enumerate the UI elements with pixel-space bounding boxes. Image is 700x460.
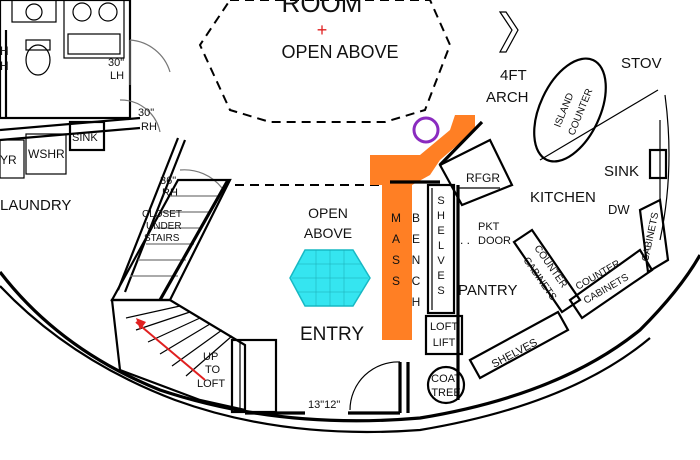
up-label: UP bbox=[203, 351, 218, 363]
coat-tree-circle bbox=[426, 365, 466, 405]
stair-arrow-head bbox=[136, 318, 146, 330]
open-above-octagon bbox=[198, 0, 452, 123]
dryer-box bbox=[0, 139, 25, 179]
closet-label-3: STAIRS bbox=[144, 233, 180, 244]
loft-lift-label-2: LIFT bbox=[433, 337, 456, 349]
kitchen-room-label: KITCHEN bbox=[530, 189, 596, 206]
to-label: TO bbox=[205, 364, 221, 376]
vanity-shelf bbox=[67, 33, 121, 55]
mass-letter-m: M bbox=[391, 211, 401, 225]
stair-rail-box bbox=[230, 338, 278, 414]
left-fragment-label-2: H bbox=[0, 44, 9, 58]
laundry-east-wall-2 bbox=[123, 139, 187, 293]
door-swing-30rh bbox=[119, 99, 161, 133]
pkt-door-label-1: PKT bbox=[478, 221, 500, 233]
arch-size-label: 4FT bbox=[500, 67, 527, 84]
closet-label-1: CLOSET bbox=[142, 209, 182, 220]
double-vanity bbox=[63, 0, 125, 59]
shelves-letter-h: H bbox=[437, 210, 445, 222]
bench-letter-h: H bbox=[412, 295, 421, 309]
left-fragment-label: H bbox=[0, 59, 9, 73]
loft-label: LOFT bbox=[197, 378, 225, 390]
laundry-east-wall bbox=[116, 137, 180, 291]
toilet-bowl bbox=[25, 44, 51, 76]
entry-room-label: ENTRY bbox=[300, 324, 364, 345]
dishwasher-label: DW bbox=[608, 202, 630, 217]
bench-letter-b: B bbox=[412, 211, 420, 225]
mass-letter-a: A bbox=[392, 232, 400, 246]
arch-wall-piece bbox=[498, 11, 519, 53]
door-36rh-size: 36" bbox=[160, 175, 176, 187]
pkt-dots: . . bbox=[460, 233, 470, 247]
door-30rh-hand: RH bbox=[141, 121, 157, 133]
outer-wall-bottom bbox=[0, 254, 700, 423]
vanity bbox=[11, 0, 57, 23]
washer-box bbox=[25, 133, 67, 175]
bench-letter-e: E bbox=[412, 232, 420, 246]
mass-letter-s2: S bbox=[392, 274, 400, 288]
vanity-basin-1 bbox=[72, 2, 92, 22]
coat-tree-label-2: TREE bbox=[431, 387, 460, 399]
open-above-entry-1: OPEN bbox=[308, 205, 348, 221]
shelves-letter-s2: S bbox=[437, 285, 444, 297]
shelves-letter-e2: E bbox=[437, 270, 444, 282]
shelves-letter-e1: E bbox=[437, 225, 444, 237]
shelves-column bbox=[426, 183, 456, 315]
stove-label: STOV bbox=[621, 55, 662, 72]
kitchen-arch-wall bbox=[438, 120, 484, 167]
great-room-marker: + bbox=[317, 20, 328, 40]
vanity-basin-2 bbox=[98, 2, 118, 22]
closet-label-2: UNDER bbox=[146, 221, 182, 232]
stair-lower-outline bbox=[110, 298, 247, 412]
washer-label: WSHR bbox=[28, 147, 65, 161]
door-swing-30lh bbox=[129, 39, 171, 73]
door-swing-36rh bbox=[179, 169, 223, 189]
outer-wall-bottom-inner bbox=[0, 285, 651, 434]
entry-door-swing bbox=[349, 361, 401, 411]
open-above-entry-2: ABOVE bbox=[304, 225, 352, 241]
open-above-top-label: OPEN ABOVE bbox=[281, 42, 398, 62]
door-30lh-hand: LH bbox=[110, 70, 124, 82]
bottom-dims-label: 13"12" bbox=[308, 399, 340, 411]
purple-column-marker bbox=[412, 116, 440, 144]
kitchen-sink-label: SINK bbox=[604, 163, 639, 180]
closet-stair-treads bbox=[130, 195, 218, 277]
coat-tree-label-1: COAT bbox=[431, 373, 461, 385]
door-30rh-size: 30" bbox=[138, 107, 154, 119]
pantry-shelves-unit bbox=[468, 310, 570, 380]
bench-letter-c: C bbox=[412, 274, 421, 288]
shelves-letter-s: S bbox=[437, 195, 444, 207]
refrigerator-box bbox=[438, 138, 514, 207]
laundry-room-label: LAUNDRY bbox=[0, 197, 71, 214]
cabinets-edge bbox=[638, 198, 670, 274]
arch-label: ARCH bbox=[486, 89, 529, 106]
hexagon-grid bbox=[292, 250, 368, 306]
laundry-sink-box bbox=[68, 120, 106, 152]
pantry-room-label: PANTRY bbox=[458, 282, 517, 299]
mass-bench bbox=[370, 115, 475, 340]
laundry-sink-label: SINK bbox=[72, 132, 98, 144]
kitchen-sink-basin bbox=[648, 148, 668, 180]
kitchen-wall-a bbox=[539, 89, 659, 161]
bench-letter-n: N bbox=[412, 253, 421, 267]
loft-lift-box bbox=[424, 314, 464, 356]
pkt-door-label-2: DOOR bbox=[478, 235, 511, 247]
island-counter bbox=[533, 57, 607, 163]
great-room-label: ROOM bbox=[282, 0, 363, 18]
refrigerator-label: RFGR bbox=[466, 171, 500, 185]
toilet-tank bbox=[25, 39, 51, 51]
sink-basin bbox=[25, 3, 43, 21]
door-30lh-size: 30" bbox=[108, 57, 124, 69]
mass-letter-s1: S bbox=[392, 253, 400, 267]
counter-cabinets-left bbox=[512, 228, 582, 314]
entry-west-wall bbox=[158, 179, 230, 301]
loft-lift-label-1: LOFT bbox=[430, 321, 458, 333]
shelves-letter-v: V bbox=[437, 255, 445, 267]
dryer-label: YR bbox=[0, 153, 17, 167]
stair-up-arrow bbox=[135, 321, 206, 381]
shelves-letter-l: L bbox=[438, 240, 444, 252]
pantry-shelves-label: SHELVES bbox=[490, 337, 540, 371]
